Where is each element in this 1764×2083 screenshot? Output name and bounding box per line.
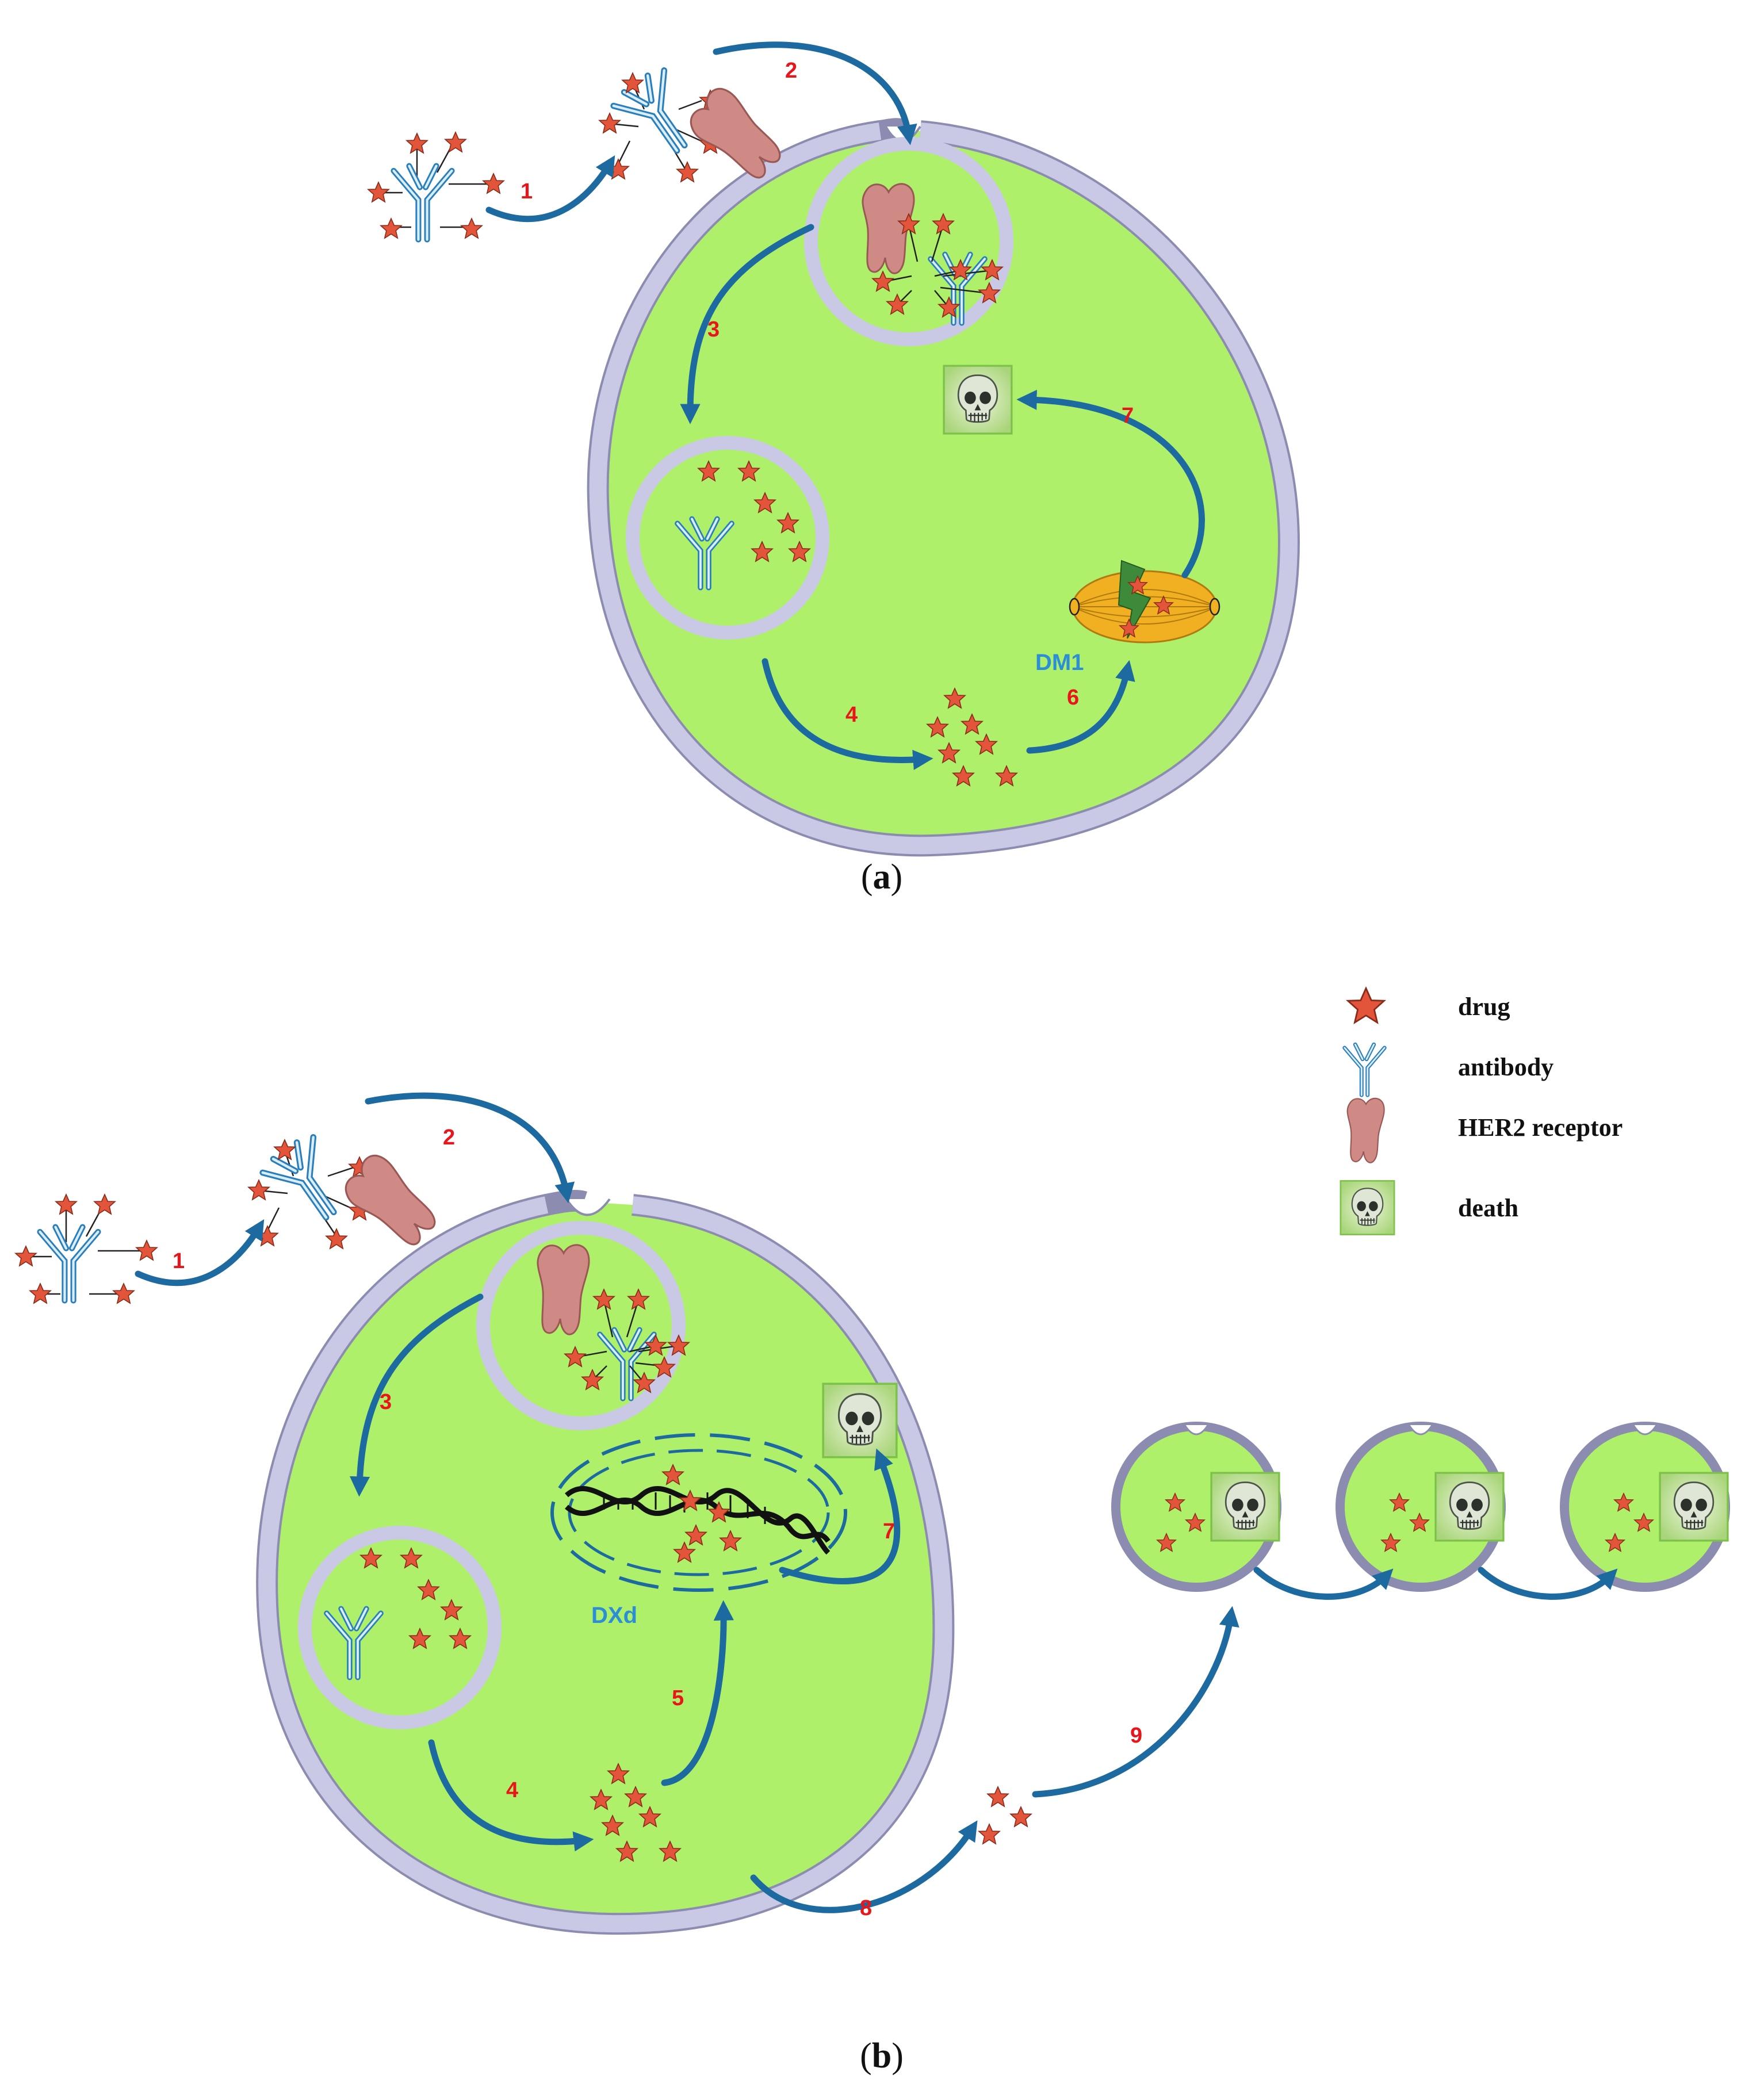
step-2-label-a: 2: [785, 59, 797, 83]
neighbor-cell-3: [1560, 1422, 1730, 1592]
cell-death-skull-a: [943, 365, 1013, 435]
lysosome-b: [298, 1526, 502, 1729]
step-1-label-a: 1: [521, 179, 533, 204]
legend-receptor-icon: [1346, 1097, 1385, 1163]
legend-skull-icon: [1340, 1180, 1395, 1236]
lysosome-a: [626, 436, 829, 640]
legend-star-icon: [1347, 987, 1385, 1024]
mitotic-spindle-a: [1069, 560, 1220, 644]
adc-binding-b: [248, 1133, 448, 1254]
target-cell-b: [256, 1189, 955, 1935]
flow-arrows-b: [135, 1092, 1618, 1913]
step-7-label-a: 7: [1122, 404, 1134, 428]
legend-receptor-label: HER2 receptor: [1458, 1113, 1623, 1142]
step-8-label-b: 8: [860, 1896, 872, 1920]
adc-free-b: [15, 1194, 158, 1304]
panel-b: 1 2 3 4 5 7 8 9 DXd (b): [15, 1092, 1730, 2076]
step-5-label-b: 5: [672, 1686, 684, 1710]
step-3-label-a: 3: [707, 317, 720, 342]
step-3-label-b: 3: [380, 1390, 392, 1414]
step-4-label-b: 4: [506, 1778, 518, 1802]
panel-b-label: (b): [860, 2036, 904, 2076]
legend-antibody-icon: [1345, 1044, 1384, 1095]
flow-arrows-a: [485, 41, 1205, 770]
neighbor-cell-2: [1336, 1422, 1506, 1592]
neighbor-death-skull-1: [1210, 1472, 1280, 1542]
step-1-label-b: 1: [173, 1249, 185, 1273]
legend: drug antibody HER2 receptor death: [1340, 987, 1623, 1236]
legend-drug-label: drug: [1458, 993, 1510, 1021]
dna-double-helix: [565, 1485, 831, 1555]
neighbor-cell-1: [1111, 1422, 1281, 1592]
neighbor-death-skull-2: [1434, 1472, 1505, 1542]
step-2-label-b: 2: [443, 1125, 455, 1150]
step-7-label-b: 7: [883, 1519, 895, 1544]
adc-free-a: [368, 132, 504, 240]
adc-binding-a: [599, 66, 793, 187]
legend-death-label: death: [1458, 1194, 1518, 1222]
step-6-label-a: 6: [1067, 686, 1079, 710]
panel-a: 1 2 3 4 6 7 DM1 (a): [368, 41, 1300, 897]
payload-name-dxd: DXd: [591, 1603, 637, 1628]
early-endosome-b: [476, 1221, 690, 1430]
payload-name-dm1: DM1: [1035, 650, 1084, 675]
legend-antibody-label: antibody: [1458, 1053, 1553, 1081]
step-9-label-b: 9: [1130, 1724, 1142, 1748]
neighbor-death-skull-3: [1659, 1472, 1729, 1542]
step-4-label-a: 4: [845, 703, 858, 727]
cell-death-skull-b: [823, 1384, 897, 1457]
panel-a-label: (a): [861, 857, 902, 897]
early-endosome-a: [804, 137, 1013, 346]
nucleus-b: [550, 1433, 847, 1592]
bystander-drug-b: [978, 1786, 1032, 1844]
